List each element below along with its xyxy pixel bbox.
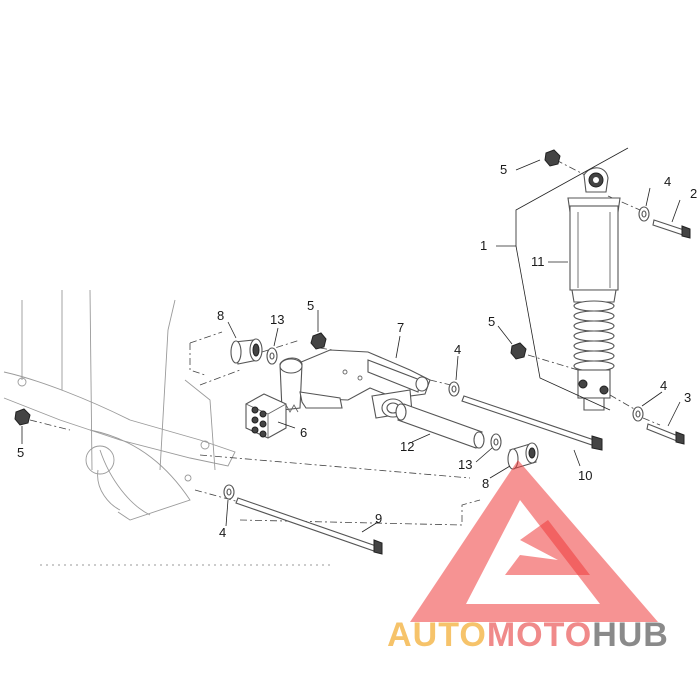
shock-absorber <box>567 167 621 411</box>
watermark-auto: AUTO <box>387 616 487 654</box>
bolt-lower <box>646 423 685 445</box>
callout-5-nut-mid: 5 <box>307 298 314 313</box>
callout-8-bushing-lower: 8 <box>482 476 489 491</box>
bushing-lower <box>507 442 539 470</box>
callout-11-shock-absorber: 11 <box>531 254 545 269</box>
callout-4-washer-lower: 4 <box>660 378 667 393</box>
shock-spring <box>573 300 615 372</box>
swing-arm <box>279 349 431 419</box>
spacer-washers <box>266 347 502 451</box>
bushing-upper <box>230 338 263 365</box>
callout-12-spacer-tube: 12 <box>400 439 414 454</box>
callout-9-pivot-bolt: 9 <box>375 511 382 526</box>
frame-outline <box>3 289 330 566</box>
callout-5-nut-left: 5 <box>17 445 24 460</box>
spacer-tube <box>395 403 485 449</box>
callout-8-bushing-upper: 8 <box>217 308 224 323</box>
bolt-upper <box>652 219 691 239</box>
callout-4-washer-frame: 4 <box>219 525 226 540</box>
callout-4-washer-upper: 4 <box>664 174 671 189</box>
callout-13-washer-lower: 13 <box>458 457 472 472</box>
silent-block <box>245 393 287 439</box>
watermark-moto: MOTO <box>487 616 592 654</box>
watermark-text: AUTOMOTOHUB <box>387 616 669 654</box>
callout-7-swing-arm: 7 <box>397 320 404 335</box>
leader-lines <box>21 147 681 533</box>
callouts: 1 2 3 4 4 4 4 5 5 5 5 6 7 8 8 9 10 11 12… <box>17 162 697 540</box>
watermark-hub: HUB <box>592 616 669 654</box>
washers <box>223 206 650 500</box>
watermark-logo: AUTOMOTOHUB <box>387 460 669 654</box>
swing-arm-pivot-bolt <box>235 497 383 555</box>
callout-1: 1 <box>480 238 487 253</box>
shock-lower-pivot-bolt <box>461 395 603 451</box>
callout-4-washer-mid: 4 <box>454 342 461 357</box>
callout-6-silent-block: 6 <box>300 425 307 440</box>
watermark-triangle-icon <box>410 460 658 622</box>
callout-5-nut-right: 5 <box>488 314 495 329</box>
callout-5-nut-top: 5 <box>500 162 507 177</box>
assembly-lines <box>29 159 661 526</box>
callout-3-lower-bolt: 3 <box>684 390 691 405</box>
callout-10-lower-pivot-bolt: 10 <box>578 468 592 483</box>
nuts <box>14 149 561 426</box>
callout-2-upper-bolt: 2 <box>690 186 697 201</box>
callout-13-washer-upper: 13 <box>270 312 284 327</box>
